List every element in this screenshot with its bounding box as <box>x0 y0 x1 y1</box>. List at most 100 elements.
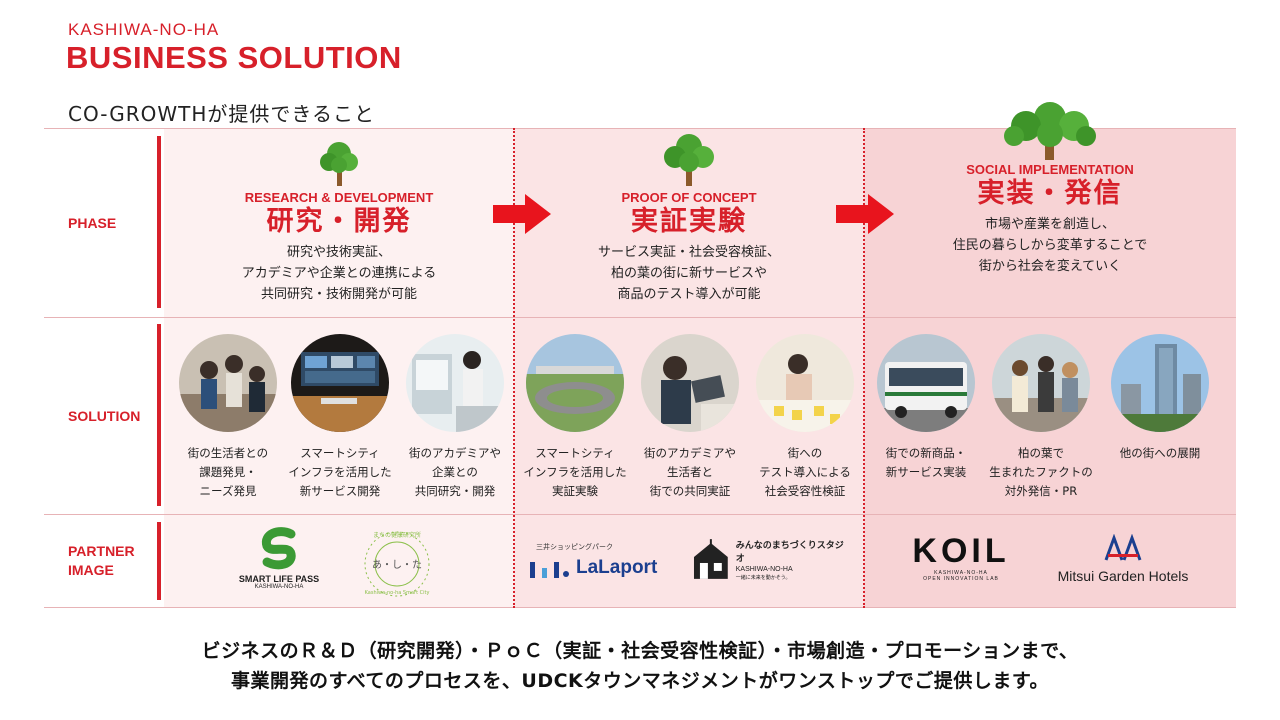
text-line: 生まれたファクトの <box>989 465 1093 479</box>
divider <box>44 128 1236 129</box>
smart-life-pass-logo: SMART LIFE PASS KASHIWA-NO-HA <box>234 526 324 590</box>
slp-name: SMART LIFE PASS <box>238 574 320 584</box>
desc-line: 商品のテスト導入が可能 <box>617 287 761 302</box>
row-label-phase: PHASE <box>68 215 117 231</box>
solution-item: 街のアカデミアや 企業との 共同研究・開発 <box>396 334 514 501</box>
small-tree-icon <box>320 142 358 186</box>
phase-jp-label: 実証実験 <box>631 206 747 237</box>
text-line: 実証実験 <box>552 484 598 498</box>
desc-line: 街から社会を変えていく <box>978 259 1122 274</box>
koil-name: KOIL <box>912 532 1010 570</box>
lalaport-logo: 三井ショッピングパーク LaLaport <box>528 542 674 580</box>
solution-text: 他の街への展開 <box>1100 444 1220 463</box>
lalaport-top: 三井ショッピングパーク <box>536 543 613 551</box>
ashita-ring-icon <box>364 531 430 597</box>
ashita-sub: Kashiwa-no-ha Smart City <box>364 590 430 596</box>
row-label-partner: PARTNER IMAGE <box>68 543 135 578</box>
phase-rd: RESEARCH & DEVELOPMENT 研究・開発 研究や技術実証、 アカ… <box>164 128 514 316</box>
text-line: インフラを活用した <box>288 465 392 479</box>
house-icon <box>693 538 728 579</box>
desc-line: サービス実証・社会受容検証、 <box>597 245 780 260</box>
solution-text: 街のアカデミアや 企業との 共同研究・開発 <box>396 444 514 501</box>
text-line: テスト導入による <box>759 465 851 479</box>
photo-bus <box>877 334 975 432</box>
desc-line: 研究や技術実証、 <box>286 245 391 260</box>
text-line: 共同研究・開発 <box>414 484 496 498</box>
phase-en-label: RESEARCH & DEVELOPMENT <box>244 190 434 205</box>
photo-tablet-demo <box>641 334 739 432</box>
solution-item: スマートシティ インフラを活用した 実証実験 <box>516 334 634 501</box>
large-tree-icon <box>1004 102 1096 160</box>
text-line: ニーズ発見 <box>199 484 257 498</box>
solution-item: 街の生活者との 課題発見・ ニーズ発見 <box>172 334 284 501</box>
text-line: 新サービス実装 <box>885 465 967 479</box>
text-line: 柏の葉で <box>1018 446 1064 460</box>
row-bar <box>157 522 161 600</box>
lalaport-mark-icon <box>530 562 569 578</box>
solution-grid: PHASE SOLUTION PARTNER IMAGE RESEARCH & … <box>44 102 1236 608</box>
text-line: 街への <box>787 446 823 460</box>
studio-name: みんなのまちづくりスタジオ <box>735 541 844 564</box>
brand-title: BUSINESS SOLUTION <box>66 40 402 75</box>
desc-line: 共同研究・技術開発が可能 <box>260 287 417 302</box>
text-line: 街の生活者との <box>187 446 269 460</box>
solution-item: スマートシティ インフラを活用した 新サービス開発 <box>284 334 396 501</box>
solution-item: 街での新商品・ 新サービス実装 <box>870 334 982 482</box>
studio-sub: KASHIWA-NO-HA <box>735 566 793 573</box>
text-line: インフラを活用した <box>523 465 627 479</box>
row-bar <box>157 136 161 308</box>
studio-tag: 一緒に未来を動かそう。 <box>735 575 791 581</box>
phase-description: サービス実証・社会受容検証、 柏の葉の街に新サービスや 商品のテスト導入が可能 <box>514 242 864 305</box>
solution-item: 柏の葉で 生まれたファクトの 対外発信・PR <box>982 334 1100 501</box>
text-line: 企業との <box>432 465 478 479</box>
divider <box>44 607 1236 608</box>
koil-logo: KOIL KASHIWA-NO-HA OPEN INNOVATION LAB <box>902 532 1020 582</box>
desc-line: 住民の暮らしから変革することで <box>952 238 1148 253</box>
photo-laboratory <box>406 334 504 432</box>
text-line: 他の街への展開 <box>1119 446 1201 460</box>
solution-item: 他の街への展開 <box>1100 334 1220 463</box>
phase-jp-label: 研究・開発 <box>266 206 412 237</box>
footer-line-1: ビジネスのＲ＆Ｄ（研究開発）・ＰｏＣ（実証・社会受容性検証）・市場創造・プロモー… <box>201 640 1079 662</box>
solution-text: 街での新商品・ 新サービス実装 <box>870 444 982 482</box>
solution-text: 街への テスト導入による 社会受容性検証 <box>746 444 864 501</box>
desc-line: 柏の葉の街に新サービスや <box>610 266 767 281</box>
phase-description: 市場や産業を創造し、 住民の暮らしから変革することで 街から社会を変えていく <box>864 214 1236 277</box>
solution-item: 街への テスト導入による 社会受容性検証 <box>746 334 864 501</box>
text-line: 街での新商品・ <box>885 446 967 460</box>
text-line: 街のアカデミアや <box>409 446 501 460</box>
photo-people-discussion <box>179 334 277 432</box>
lalaport-name: LaLaport <box>576 557 658 578</box>
photo-test-track <box>526 334 624 432</box>
photo-people-walking <box>992 334 1090 432</box>
mitsui-garden-hotels-logo: Mitsui Garden Hotels <box>1040 533 1206 584</box>
phase-en-label: PROOF OF CONCEPT <box>621 190 757 205</box>
row-bar <box>157 324 161 506</box>
photo-workshop <box>756 334 854 432</box>
slp-sub: KASHIWA-NO-HA <box>254 584 304 590</box>
text-line: 街での共同実証 <box>649 484 731 498</box>
koil-sub1: KASHIWA-NO-HA <box>934 570 988 576</box>
phase-poc: PROOF OF CONCEPT 実証実験 サービス実証・社会受容検証、 柏の葉… <box>514 128 864 316</box>
solution-text: 街のアカデミアや 生活者と 街での共同実証 <box>634 444 746 501</box>
medium-tree-icon <box>664 134 714 186</box>
subtitle: CO-GROWTHが提供できること <box>68 102 375 126</box>
arrow-right-icon <box>493 194 551 234</box>
brand-top: KASHIWA-NO-HA <box>68 20 220 39</box>
solution-text: スマートシティ インフラを活用した 実証実験 <box>516 444 634 501</box>
ashita-ring-text: まちの健康研究所 <box>372 532 421 539</box>
solution-item: 街のアカデミアや 生活者と 街での共同実証 <box>634 334 746 501</box>
photo-control-room <box>291 334 389 432</box>
column-divider <box>513 128 515 608</box>
solution-text: スマートシティ インフラを活用した 新サービス開発 <box>284 444 396 501</box>
footer-line-2: 事業開発のすべてのプロセスを、UDCKタウンマネジメントがワンストップでご提供し… <box>231 670 1049 692</box>
text-line: スマートシティ <box>535 446 615 460</box>
arrow-right-icon <box>836 194 894 234</box>
machizukuri-studio-logo: みんなのまちづくりスタジオ KASHIWA-NO-HA 一緒に未来を動かそう。 <box>692 538 852 581</box>
phase-en-label: SOCIAL IMPLEMENTATION <box>966 162 1134 177</box>
mitsui-name: Mitsui Garden Hotels <box>1057 568 1189 584</box>
desc-line: アカデミアや企業との連携による <box>241 266 437 281</box>
desc-line: 市場や産業を創造し、 <box>984 217 1115 232</box>
ashita-logo: あ・し・た まちの健康研究所 Kashiwa-no-ha Smart City <box>359 526 435 602</box>
solution-text: 街の生活者との 課題発見・ ニーズ発見 <box>172 444 284 501</box>
